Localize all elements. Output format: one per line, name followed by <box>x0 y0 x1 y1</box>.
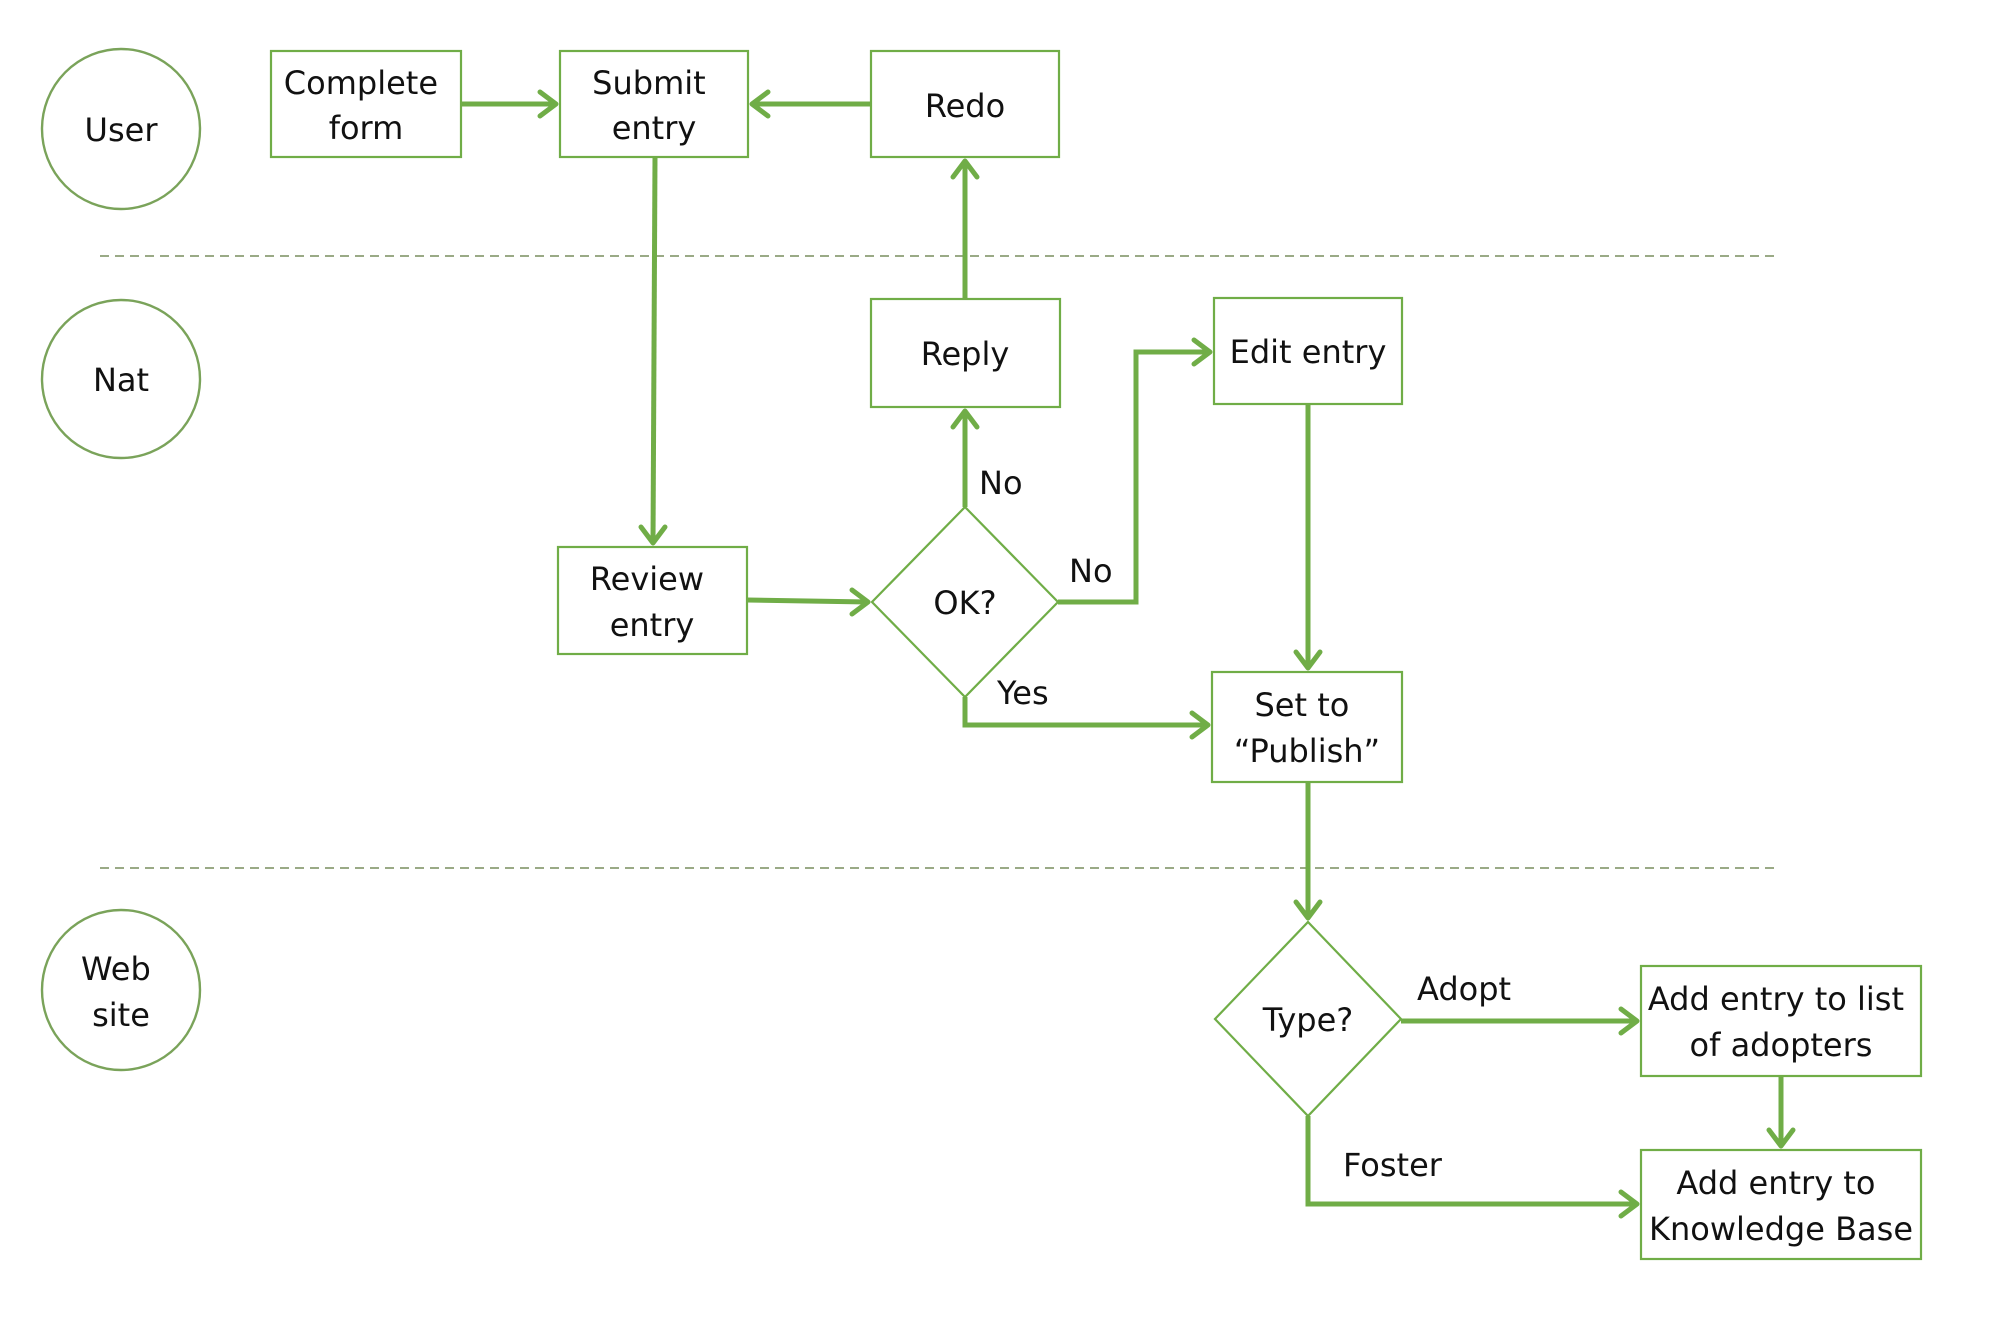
node-ok-decision[interactable]: OK? <box>870 505 1060 699</box>
lane-user: User <box>40 47 202 211</box>
node-edit-entry[interactable]: Edit entry <box>1212 296 1404 406</box>
arrowhead-icon <box>749 89 771 119</box>
edge-type-to-kb <box>1305 1116 1640 1219</box>
edge-label-no-edit: No <box>1069 552 1113 590</box>
edge-label-no-reply: No <box>979 464 1023 502</box>
edge-type-to-adopters <box>1401 1006 1640 1036</box>
node-type-decision[interactable]: Type? <box>1213 920 1403 1118</box>
arrowhead-icon <box>1189 710 1211 740</box>
lane-nat-circle <box>40 298 202 460</box>
node-add-adopters-label: Add entry to list of adopters <box>1648 980 1914 1064</box>
edge-adopters-to-kb <box>1766 1076 1796 1149</box>
node-redo[interactable]: Redo <box>869 49 1061 159</box>
node-ok-decision-label: OK? <box>933 584 996 622</box>
arrowhead-icon <box>638 524 668 546</box>
node-set-publish-label: Set to “Publish” <box>1234 686 1380 770</box>
node-type-decision-label: Type? <box>1262 1001 1353 1039</box>
node-add-adopters[interactable]: Add entry to list of adopters <box>1639 964 1923 1078</box>
node-complete-form-label: Complete form <box>284 64 448 147</box>
arrowhead-icon <box>1766 1127 1796 1149</box>
arrowhead-icon <box>849 587 871 617</box>
lane-user-circle <box>40 47 202 211</box>
lane-website-label: Web site <box>81 950 161 1034</box>
arrowhead-icon <box>1191 337 1213 367</box>
edge-reply-to-redo <box>950 158 980 299</box>
node-submit-entry-label: Submit entry <box>592 64 716 147</box>
lane-website: Web site <box>40 908 202 1072</box>
edge-publish-to-type <box>1293 782 1323 921</box>
lane-website-circle <box>40 908 202 1072</box>
lane-user-label: User <box>85 111 159 149</box>
edge-ok-to-publish <box>962 697 1211 740</box>
node-submit-entry[interactable]: Submit entry <box>558 49 750 159</box>
edge-review-to-ok <box>746 587 871 617</box>
node-reply[interactable]: Reply <box>869 297 1062 409</box>
node-review-entry-label: Review entry <box>590 560 714 644</box>
arrowhead-icon <box>1293 649 1323 671</box>
arrowhead-icon <box>1293 899 1323 921</box>
node-reply-label: Reply <box>921 335 1010 373</box>
lane-nat: Nat <box>40 298 202 460</box>
edge-ok-to-edit <box>1058 337 1213 605</box>
node-review-entry[interactable]: Review entry <box>556 545 749 656</box>
arrowhead-icon <box>950 158 980 180</box>
edge-submit-to-review <box>638 156 668 546</box>
edge-label-foster: Foster <box>1343 1146 1443 1184</box>
edge-edit-to-publish <box>1293 404 1323 671</box>
node-set-publish[interactable]: Set to “Publish” <box>1210 670 1404 784</box>
arrowhead-icon <box>1618 1189 1640 1219</box>
node-complete-form[interactable]: Complete form <box>269 49 463 159</box>
edge-complete-to-submit <box>461 89 559 119</box>
edge-label-adopt: Adopt <box>1417 970 1511 1008</box>
arrowhead-icon <box>537 89 559 119</box>
arrowhead-icon <box>1618 1006 1640 1036</box>
node-add-kb[interactable]: Add entry to Knowledge Base <box>1639 1148 1923 1261</box>
edge-label-yes: Yes <box>996 674 1049 712</box>
edge-redo-to-submit <box>749 89 871 119</box>
node-edit-entry-label: Edit entry <box>1230 333 1387 371</box>
arrowhead-icon <box>950 408 980 430</box>
edge-ok-to-reply <box>950 408 980 507</box>
node-redo-label: Redo <box>925 87 1005 125</box>
node-add-kb-label: Add entry to Knowledge Base <box>1649 1164 1913 1248</box>
lane-nat-label: Nat <box>93 361 149 399</box>
